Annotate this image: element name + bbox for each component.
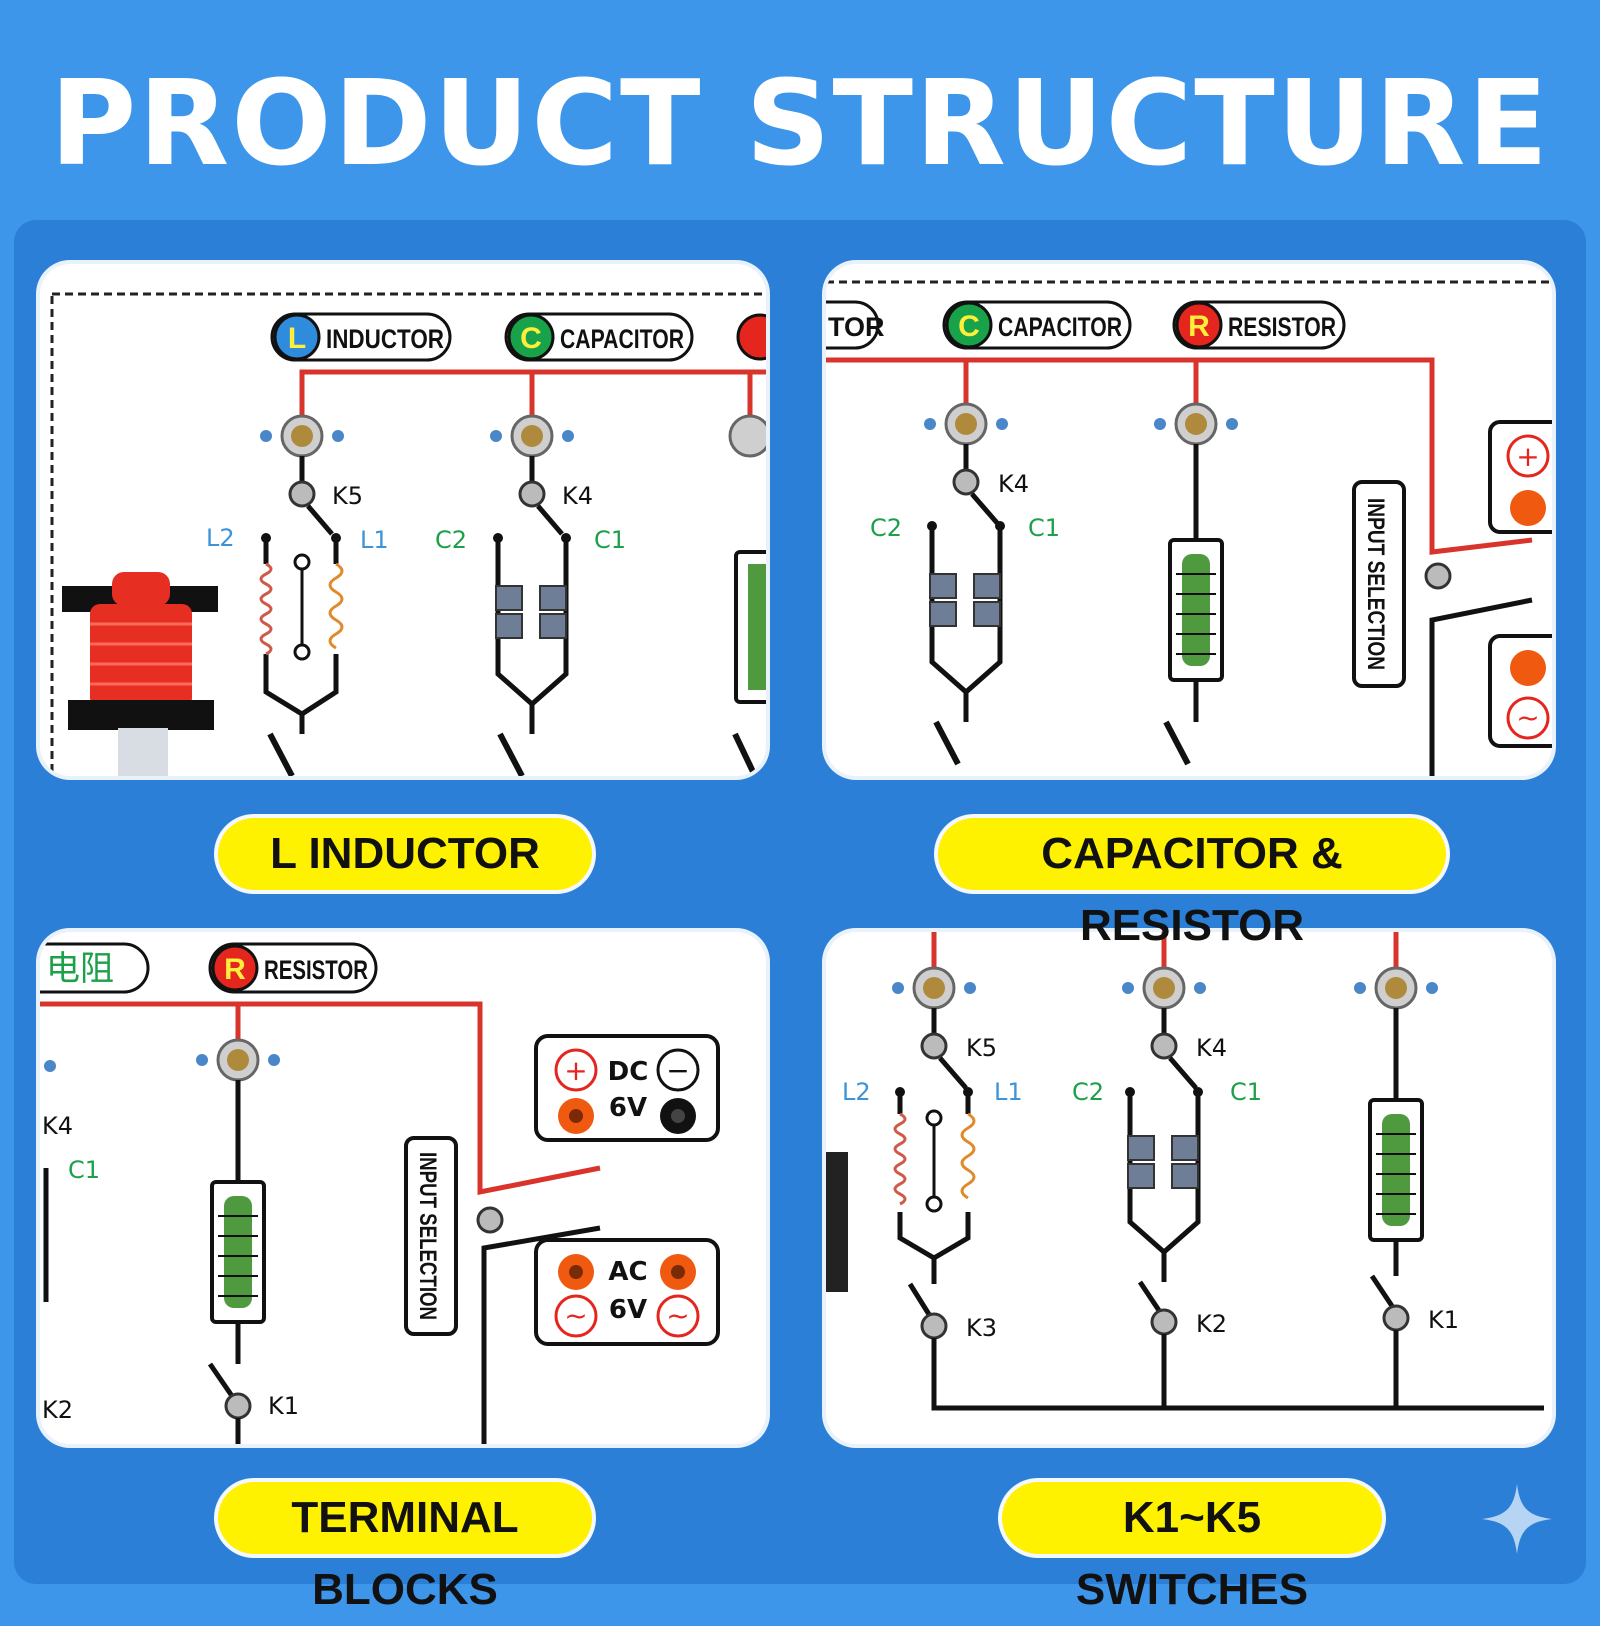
switches-circuit: K5 L2 L1 K3 K4 C2 C1 (826, 932, 1544, 1411)
partial-badge: TOR (826, 300, 885, 350)
capacitor-badge-label: CAPACITOR (560, 324, 684, 354)
toggle-switch-icon (224, 1392, 252, 1420)
label-k1: K1 (1428, 1306, 1459, 1334)
inductor-circuit: L INDUCTOR C CAPACITOR (50, 292, 766, 776)
screw-terminal-icon (1354, 966, 1438, 1010)
label-l1: L1 (360, 526, 389, 554)
dc-plus-label: + (564, 1054, 587, 1087)
label-l2: L2 (842, 1078, 871, 1106)
label-k4: K4 (1196, 1034, 1227, 1062)
inductor-coil-icon (259, 562, 273, 656)
label-c2: C2 (435, 526, 467, 554)
toggle-switch-icon (920, 1032, 948, 1060)
capacitor-badge-letter: C (958, 310, 980, 343)
terminal-blocks-circuit: 电阻 R RESISTOR K4 C1 K2 (40, 942, 720, 1444)
input-selection-label: INPUT SELECTION (404, 1136, 458, 1336)
screw-terminal-icon (196, 1038, 280, 1082)
label-k4: K4 (998, 470, 1029, 498)
label-k4: K4 (42, 1112, 73, 1140)
ac-label: AC (608, 1257, 647, 1287)
panel-terminal-blocks: 电阻 R RESISTOR K4 C1 K2 (40, 932, 766, 1444)
dc-plus-label: + (1516, 440, 1539, 473)
toggle-switch-icon (288, 480, 316, 508)
screw-terminal-icon (490, 414, 574, 458)
resistor-badge: R RESISTOR (1172, 300, 1346, 350)
label-k4: K4 (562, 482, 593, 510)
ac-terminal-block: AC 6V ~ ~ (534, 1238, 720, 1346)
caption-capacitor-resistor: CAPACITOR & RESISTOR (938, 818, 1446, 950)
inductor-coil-icon (960, 1112, 976, 1200)
label-c1: C1 (68, 1156, 100, 1184)
label-k2: K2 (1196, 1310, 1227, 1338)
capacitor-badge: C CAPACITOR (504, 312, 694, 362)
label-k1: K1 (268, 1392, 299, 1420)
screw-terminal-icon (924, 402, 1008, 446)
inductor-coil-icon (328, 562, 344, 650)
toggle-switch-icon (1150, 1032, 1178, 1060)
toggle-switch-icon (476, 1206, 504, 1234)
dc-terminal-block: + − DC 6V (534, 1034, 720, 1142)
inductor-badge: L INDUCTOR (270, 312, 452, 362)
resistor-badge-label: RESISTOR (1228, 312, 1336, 342)
caption-switches: K1~K5 SWITCHES (1002, 1482, 1382, 1614)
page-title: PRODUCT STRUCTURE (49, 54, 1551, 192)
toggle-switch-icon (1424, 562, 1452, 590)
inductor-badge-label: INDUCTOR (326, 324, 444, 354)
caption-terminal-blocks: TERMINAL BLOCKS (218, 1482, 592, 1614)
dc-label: DC (608, 1057, 649, 1087)
input-selection-label: INPUT SELECTION (1352, 480, 1406, 688)
screw-terminal-icon (1154, 402, 1238, 446)
ac-voltage-label: 6V (609, 1295, 647, 1325)
capacitor-badge-label: CAPACITOR (998, 312, 1122, 342)
sparkle-icon (1482, 1484, 1552, 1554)
label-l1: L1 (994, 1078, 1023, 1106)
dc-minus-label: − (666, 1054, 689, 1087)
resistor-badge: R RESISTOR (208, 942, 378, 994)
input-selection-text: INPUT SELECTION (1362, 498, 1389, 670)
screw-terminal-icon (260, 414, 344, 458)
capacitor-badge-letter: C (520, 322, 542, 355)
label-c1: C1 (594, 526, 626, 554)
label-c1: C1 (1028, 514, 1060, 542)
label-c1: C1 (1230, 1078, 1262, 1106)
screw-terminal-icon (892, 966, 976, 1010)
resistor-badge-letter: R (1188, 310, 1210, 343)
inductor-badge-letter: L (288, 322, 306, 355)
label-c2: C2 (1072, 1078, 1104, 1106)
toggle-switch-icon (518, 480, 546, 508)
label-k5: K5 (966, 1034, 997, 1062)
capacitor-badge: C CAPACITOR (942, 300, 1132, 350)
label-k5: K5 (332, 482, 363, 510)
caption-inductor: L INDUCTOR (218, 818, 592, 890)
capacitor-resistor-circuit: TOR C CAPACITOR R RESISTOR (826, 280, 1552, 776)
panel-inductor: L INDUCTOR C CAPACITOR (40, 264, 766, 776)
partial-tor-label: TOR (828, 312, 885, 342)
label-l2: L2 (206, 524, 235, 552)
input-selection-text: INPUT SELECTION (414, 1152, 441, 1320)
inductor-coil-icon (893, 1112, 907, 1206)
chinese-resistor-label: 电阻 (46, 949, 114, 989)
banana-socket-icon (1510, 650, 1546, 686)
label-c2: C2 (870, 514, 902, 542)
resistor-badge-letter: R (224, 953, 246, 986)
panel-switches: K5 L2 L1 K3 K4 C2 C1 (826, 932, 1552, 1444)
label-k2: K2 (42, 1396, 73, 1424)
ac-tilde-label: ~ (1516, 701, 1539, 734)
screw-terminal-icon (1122, 966, 1206, 1010)
resistor-badge-label: RESISTOR (264, 955, 368, 985)
toggle-switch-icon (1382, 1304, 1410, 1332)
toggle-switch-icon (952, 468, 980, 496)
banana-socket-icon (1510, 490, 1546, 526)
dc-voltage-label: 6V (609, 1093, 647, 1123)
panel-capacitor-resistor: TOR C CAPACITOR R RESISTOR (826, 264, 1552, 776)
chinese-resistor-badge: 电阻 (40, 942, 150, 994)
toggle-switch-icon (1150, 1308, 1178, 1336)
ac-tilde-label: ~ (666, 1299, 689, 1332)
label-k3: K3 (966, 1314, 997, 1342)
toggle-switch-icon (920, 1312, 948, 1340)
inductor-coil-icon (62, 572, 218, 776)
ac-tilde-label: ~ (564, 1299, 587, 1332)
